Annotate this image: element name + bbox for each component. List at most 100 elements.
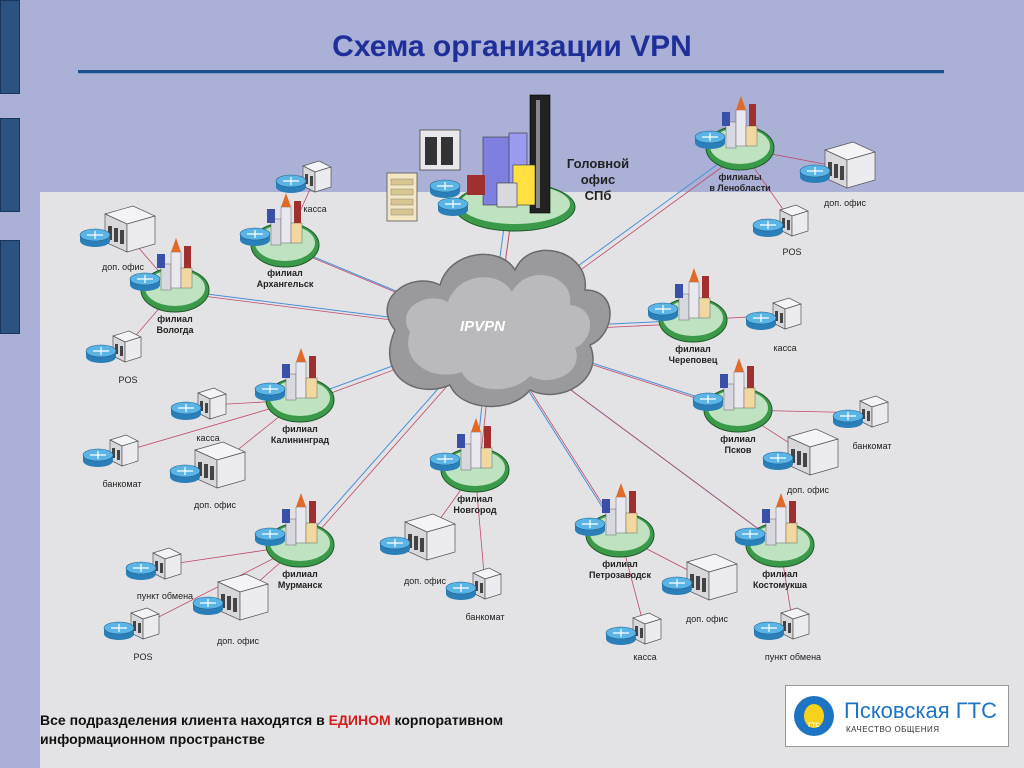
server-icon bbox=[846, 151, 876, 189]
building-icon bbox=[720, 374, 728, 388]
building-icon bbox=[675, 284, 683, 298]
router-icon bbox=[694, 130, 726, 149]
router-icon bbox=[445, 581, 477, 600]
logo-abbr: ГТС bbox=[808, 723, 820, 729]
server-icon bbox=[426, 523, 456, 561]
router-icon bbox=[129, 272, 161, 291]
building-icon bbox=[184, 246, 191, 268]
branch-label-kostomuksha: Костомукша bbox=[753, 580, 808, 590]
endpoint-label: доп. офис bbox=[824, 198, 867, 208]
branch-label-kostomuksha: филиал bbox=[762, 569, 798, 579]
building-icon bbox=[305, 377, 318, 399]
logo-badge-icon: ГТС bbox=[794, 696, 834, 736]
building-icon bbox=[789, 501, 796, 523]
building-icon bbox=[629, 491, 636, 513]
building-icon bbox=[295, 506, 307, 544]
title-underline bbox=[78, 70, 944, 74]
company-logo: ГТС Псковская ГТС КАЧЕСТВО ОБЩЕНИЯ bbox=[785, 685, 1009, 747]
endpoint-kost-exchange: пункт обмена bbox=[753, 607, 821, 662]
endpoint-vologda-pos: POS bbox=[85, 330, 142, 385]
branch-label-pskov: Псков bbox=[725, 445, 752, 455]
router-icon bbox=[734, 527, 766, 546]
router-icon bbox=[275, 174, 307, 193]
endpoint-lenobl-office: доп. офис bbox=[799, 141, 877, 208]
endpoint-label: банкомат bbox=[102, 479, 141, 489]
router-icon bbox=[254, 527, 286, 546]
building-icon bbox=[267, 209, 275, 223]
router-icon bbox=[661, 576, 693, 595]
router-icon bbox=[752, 218, 784, 237]
endpoint-label: POS bbox=[782, 247, 801, 257]
building-icon bbox=[775, 506, 787, 544]
side-accent-block bbox=[0, 0, 20, 94]
branch-label-vologda: филиал bbox=[157, 314, 193, 324]
endpoint-label: касса bbox=[196, 433, 219, 443]
building-icon bbox=[615, 496, 627, 534]
branch-label-arkhangelsk: филиал bbox=[267, 268, 303, 278]
endpoint-label: банкомат bbox=[465, 612, 504, 622]
building-icon bbox=[290, 222, 303, 244]
endpoint-nov-office: доп. офис bbox=[379, 513, 457, 586]
footer-text-end: корпоративном bbox=[390, 712, 504, 728]
branch-label-petrozavodsk: Петрозаводск bbox=[589, 570, 651, 580]
building-icon bbox=[735, 109, 747, 147]
hq-label: СПб bbox=[585, 188, 612, 203]
router-icon bbox=[254, 382, 286, 401]
building-icon bbox=[309, 356, 316, 378]
building-roof-icon bbox=[296, 493, 306, 507]
footer-accent-word: ЕДИНОМ bbox=[328, 712, 391, 728]
building-icon bbox=[480, 447, 493, 469]
router-icon bbox=[574, 517, 606, 536]
endpoint-label: касса bbox=[773, 343, 796, 353]
branch-label-murmansk: Мурманск bbox=[278, 580, 323, 590]
page-title: Схема организации VPN bbox=[332, 30, 692, 63]
branch-label-novgorod: Новгород bbox=[453, 505, 497, 515]
building-icon bbox=[295, 361, 307, 399]
router-icon bbox=[170, 401, 202, 420]
building-icon bbox=[294, 201, 301, 223]
router-icon bbox=[692, 392, 724, 411]
branch-label-vologda: Вологда bbox=[157, 325, 195, 335]
building-icon bbox=[745, 125, 758, 147]
endpoint-lenobl-pos: POS bbox=[752, 204, 809, 257]
footer-note: Все подразделения клиента находятся в ЕД… bbox=[40, 711, 640, 749]
endpoint-murm-pos: POS bbox=[103, 607, 160, 662]
endpoint-kal-office: доп. офис bbox=[169, 441, 247, 510]
server-icon bbox=[809, 438, 839, 476]
building-icon bbox=[749, 104, 756, 126]
building-icon bbox=[688, 281, 700, 319]
endpoint-label: доп. офис bbox=[404, 576, 447, 586]
building-icon bbox=[282, 364, 290, 378]
building-roof-icon bbox=[171, 238, 181, 252]
endpoint-label: POS bbox=[133, 652, 152, 662]
endpoint-nov-atm: банкомат bbox=[445, 567, 505, 622]
building-roof-icon bbox=[471, 418, 481, 432]
router-icon bbox=[745, 311, 777, 330]
building-roof-icon bbox=[616, 483, 626, 497]
endpoint-kal-atm: банкомат bbox=[82, 434, 142, 489]
branch-label-cherepovets: филиал bbox=[675, 344, 711, 354]
building-icon bbox=[180, 267, 193, 289]
endpoint-label: касса bbox=[633, 652, 656, 662]
ipvpn-cloud: IPVPN bbox=[386, 249, 611, 408]
server-icon bbox=[708, 563, 738, 601]
building-icon bbox=[602, 499, 610, 513]
branch-label-novgorod: филиал bbox=[457, 494, 493, 504]
building-icon bbox=[170, 251, 182, 289]
building-icon bbox=[305, 522, 318, 544]
building-roof-icon bbox=[689, 268, 699, 282]
endpoint-label: доп. офис bbox=[217, 636, 260, 646]
endpoint-label: касса bbox=[303, 204, 326, 214]
building-icon bbox=[747, 366, 754, 388]
branch-label-lenoblast: филиалы bbox=[718, 172, 761, 182]
side-accent-block bbox=[0, 118, 20, 212]
endpoint-arkh-kassa: касса bbox=[275, 160, 332, 214]
endpoint-petr-kassa: касса bbox=[605, 612, 662, 662]
